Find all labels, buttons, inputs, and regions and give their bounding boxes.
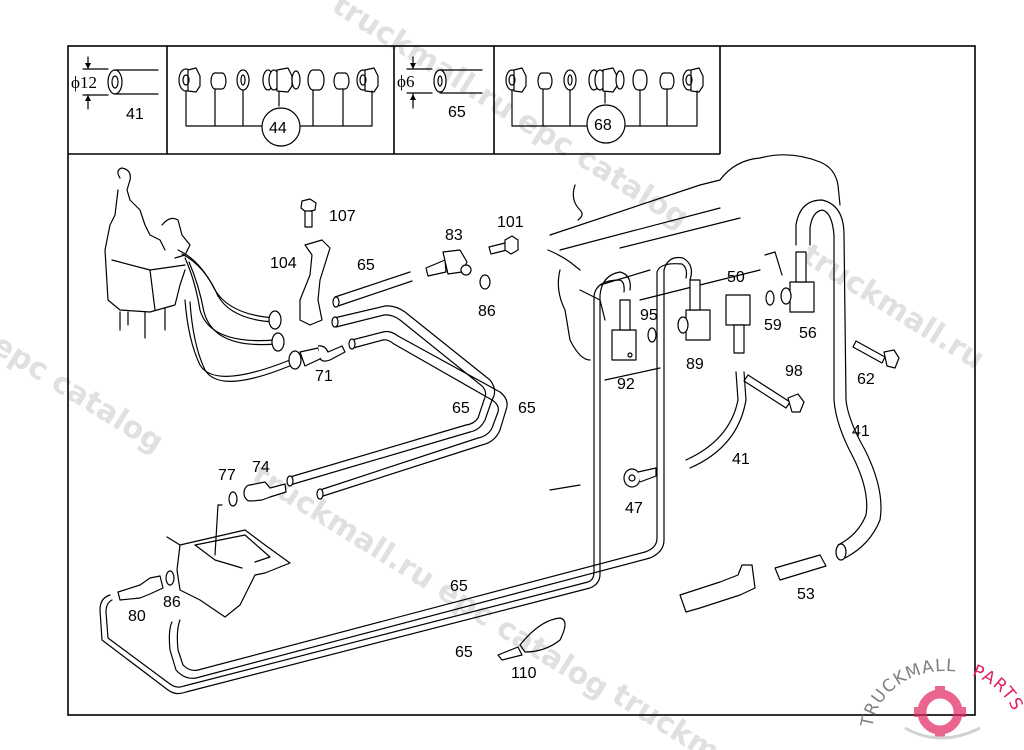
cable-tie-110: [497, 617, 566, 661]
sleeve-icon: [307, 69, 325, 91]
fitting-53: [774, 554, 827, 581]
part-label-50: 50: [727, 269, 745, 286]
sleeve-icon: [659, 72, 675, 90]
washer-86b: [165, 570, 175, 586]
inset-pipe-12: ϕ12 41: [71, 56, 159, 123]
valve-89: [677, 279, 711, 341]
diagram-frame: [67, 45, 976, 716]
nut-icon: [178, 67, 201, 93]
svg-text:PARTS: PARTS: [970, 661, 1024, 714]
union-icon: [588, 67, 625, 93]
pipe-41-short: [685, 371, 747, 469]
bracket-c: [764, 251, 783, 276]
washer-59: [765, 290, 775, 306]
sleeve-icon: [537, 72, 553, 90]
washer-77: [228, 491, 238, 507]
bolt-62: [852, 340, 900, 369]
fitting-74: [243, 481, 287, 502]
part-label-92: 92: [617, 376, 635, 393]
part-label: 41: [126, 106, 144, 123]
control-valve-assembly: [104, 167, 346, 382]
part-label-74: 74: [252, 459, 270, 476]
inset-fittings-44: 44: [178, 67, 379, 147]
pipe-65-short: [332, 271, 413, 308]
sleeve-icon: [333, 72, 350, 90]
nut-icon: [356, 67, 379, 93]
part-label-62: 62: [857, 371, 875, 388]
bolt-107: [300, 198, 317, 228]
part-label: 65: [448, 104, 466, 121]
nut-icon: [505, 67, 527, 93]
part-label-89: 89: [686, 356, 704, 373]
part-label-77: 77: [218, 467, 236, 484]
part-label-65: 65: [452, 400, 470, 417]
sleeve-icon: [210, 72, 227, 90]
part-label-41: 41: [732, 451, 750, 468]
pipe-65-bent: [286, 305, 508, 500]
callout-label: 44: [269, 120, 287, 137]
pipe-diameter-label: ϕ12: [71, 73, 97, 92]
ring-icon: [236, 69, 250, 91]
fitting-80: [117, 575, 164, 601]
part-label-65: 65: [455, 644, 473, 661]
watermark-layer: truckmall.ru epc catalog epc catalog tru…: [0, 0, 991, 750]
bracket-104: [299, 239, 331, 326]
washer-86: [479, 274, 491, 290]
hose-41-large: [795, 199, 882, 561]
sleeve-icon: [632, 69, 648, 91]
nut-icon: [682, 67, 704, 93]
valve-92: [611, 299, 637, 361]
union-icon: [262, 67, 301, 93]
part-label-83: 83: [445, 227, 463, 244]
inset-fittings-68: 68: [505, 67, 704, 144]
logo-text-parts: PARTS: [970, 661, 1024, 714]
truckmall-parts-logo: TRUCKMALL PARTS: [857, 656, 1024, 740]
part-label-98: 98: [785, 363, 803, 380]
valve-housing: [679, 564, 756, 613]
watermark-text: epc catalog: [0, 327, 170, 460]
part-labels: 107 104 65 83 101 86 71 65 65 50 95 89 9…: [128, 208, 875, 682]
part-label-101: 101: [497, 214, 524, 231]
part-label-65: 65: [518, 400, 536, 417]
part-label-47: 47: [625, 500, 643, 517]
part-label-41: 41: [852, 423, 870, 440]
part-label-95: 95: [640, 307, 658, 324]
part-label-104: 104: [270, 255, 297, 272]
washer-95: [647, 327, 657, 343]
bolt-98: [743, 374, 805, 413]
callout-label: 68: [594, 117, 612, 134]
part-label-65: 65: [450, 578, 468, 595]
part-label-80: 80: [128, 608, 146, 625]
valve-56: [780, 251, 815, 313]
engine-housing-outline: [547, 154, 841, 491]
pipe-65-long: [99, 256, 693, 695]
banjo-47: [623, 467, 657, 488]
gear-icon: [904, 686, 981, 740]
part-label-71: 71: [315, 368, 333, 385]
inset-pipe-6: ϕ6 65: [397, 56, 483, 121]
part-label-107: 107: [329, 208, 356, 225]
valve-50: [725, 294, 751, 354]
pipe-diameter-label: ϕ6: [397, 72, 414, 91]
grommet-housing: [166, 529, 291, 618]
part-label-59: 59: [764, 317, 782, 334]
part-label-86: 86: [478, 303, 496, 320]
bolt-101: [488, 235, 519, 255]
part-label-56: 56: [799, 325, 817, 342]
part-label-65: 65: [357, 257, 375, 274]
tee-fitting-83: [425, 249, 472, 277]
part-label-86: 86: [163, 594, 181, 611]
ring-icon: [563, 69, 577, 91]
part-label-110: 110: [511, 665, 537, 682]
part-label-53: 53: [797, 586, 815, 603]
